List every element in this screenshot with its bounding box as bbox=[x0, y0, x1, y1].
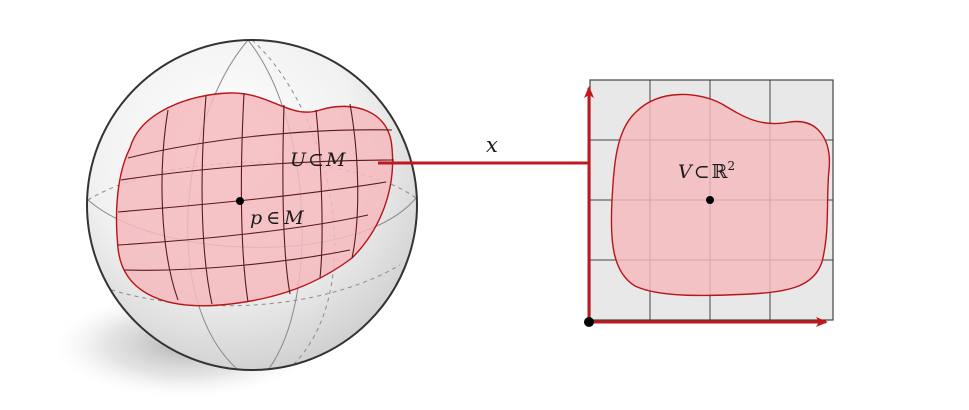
chart-map-label: x bbox=[486, 133, 498, 157]
sphere-equator bbox=[95, 264, 401, 307]
open-set-v bbox=[610, 93, 831, 297]
sphere-meridian bbox=[251, 40, 336, 369]
point-label: p∈M bbox=[250, 207, 304, 229]
point-p bbox=[236, 197, 244, 205]
origin-point bbox=[584, 317, 594, 327]
open-set-u-label: U⊂M bbox=[290, 149, 346, 171]
open-set-v-label: V⊂ℝ2 bbox=[678, 159, 735, 183]
point-image bbox=[706, 196, 714, 204]
open-set-u bbox=[115, 92, 395, 307]
